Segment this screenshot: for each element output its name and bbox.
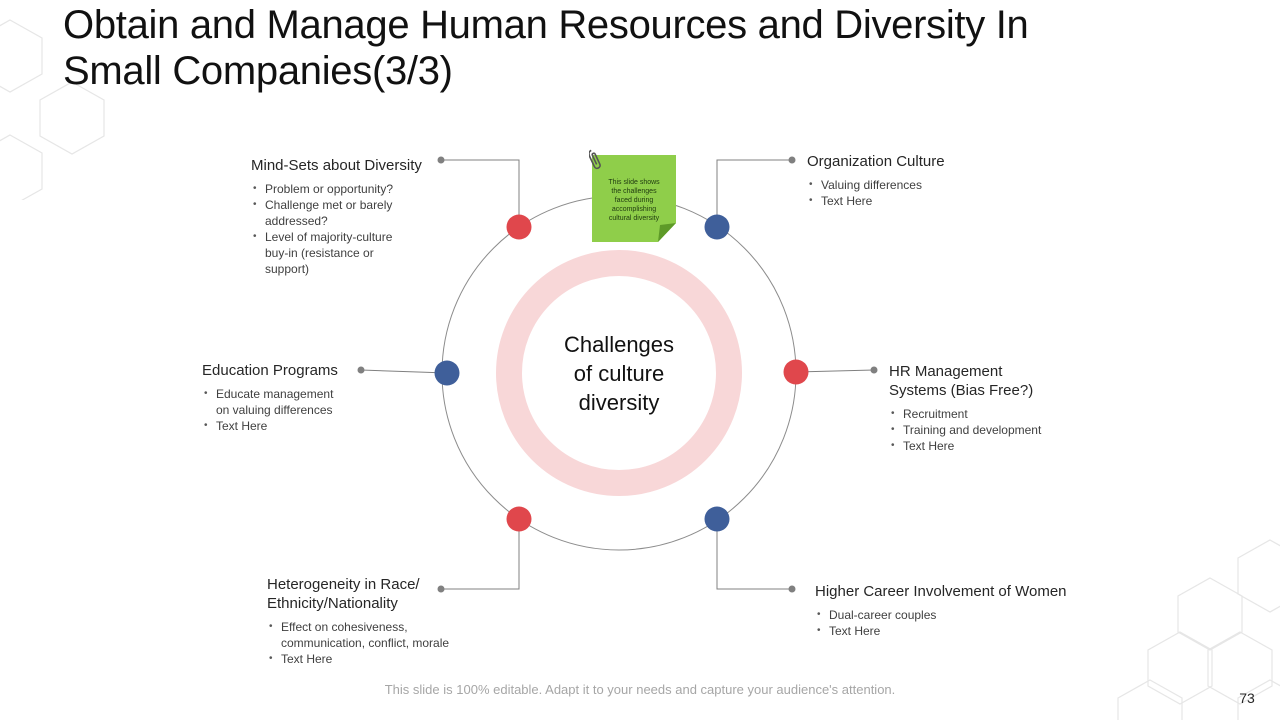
connector-dot: [357, 366, 365, 374]
center-label: Challenges of culture diversity: [533, 330, 705, 417]
bullet-line: Text Here: [281, 652, 333, 666]
note-line: the challenges: [611, 188, 657, 195]
connector-dot: [788, 156, 796, 164]
block-title: Education Programs: [202, 361, 372, 380]
note-line: accomplishing: [611, 206, 657, 213]
bullet-line: Text Here: [821, 194, 873, 208]
note-line: cultural diversity: [608, 215, 660, 222]
hexagon-pattern-top-left: [0, 19, 105, 200]
bullet-list: Effect on cohesiveness, communication, co…: [267, 619, 487, 667]
title-line: Heterogeneity in Race/: [267, 576, 420, 593]
node-mindsets: [506, 214, 532, 240]
node-heterogeneity: [506, 506, 532, 532]
center-ring: [496, 250, 742, 496]
bullet-line: Text Here: [216, 419, 268, 433]
connector-heterogeneity: [441, 519, 520, 590]
hexagon-pattern-bottom-right: [1117, 539, 1280, 720]
note-line: faced during: [614, 197, 654, 204]
bullet-list: Problem or opportunity? Challenge met or…: [251, 181, 441, 277]
bullet-item: Dual-career couples: [815, 607, 1105, 623]
bullet-line: Training and development: [903, 423, 1042, 437]
title-line: HR Management: [889, 363, 1003, 380]
block-women: Higher Career Involvement of Women Dual-…: [815, 582, 1105, 639]
bullet-line: Problem or opportunity?: [265, 182, 394, 196]
center-line: of culture: [573, 361, 665, 386]
node-education: [434, 360, 460, 386]
center-line: Challenges: [563, 332, 675, 357]
connector-mindsets: [441, 159, 520, 227]
note-line: This slide shows: [608, 179, 660, 186]
bullet-line: addressed?: [265, 214, 328, 228]
bullet-item: Text Here: [889, 438, 1089, 454]
connector-dot: [788, 585, 796, 593]
bullet-item: Text Here: [267, 651, 487, 667]
bullet-item: Effect on cohesiveness, communication, co…: [267, 619, 487, 651]
title-line: Ethnicity/Nationality: [267, 595, 398, 612]
bullet-list: Valuing differences Text Here: [807, 177, 1027, 209]
bullet-line: Valuing differences: [821, 178, 922, 192]
title-line: Mind-Sets about Diversity: [251, 157, 422, 174]
bullet-line: Text Here: [903, 439, 955, 453]
bullet-line: buy-in (resistance or: [265, 246, 374, 260]
bullet-item: Challenge met or barely addressed?: [251, 197, 441, 229]
bullet-line: Level of majority-culture: [265, 230, 393, 244]
title-line: Higher Career Involvement of Women: [815, 583, 1067, 600]
bullet-item: Valuing differences: [807, 177, 1027, 193]
bullet-line: Dual-career couples: [829, 608, 937, 622]
bullet-line: Educate management: [216, 387, 334, 401]
bullet-list: Recruitment Training and development Tex…: [889, 406, 1089, 454]
connector-dot: [437, 156, 445, 164]
sticky-note: [592, 155, 676, 242]
connector-org-culture: [716, 159, 792, 227]
title-line: Small Companies(3/3): [63, 49, 453, 93]
bullet-list: Dual-career couples Text Here: [815, 607, 1105, 639]
bullet-line: support): [265, 262, 310, 276]
connector-dot: [437, 585, 445, 593]
bullet-item: Educate management on valuing differences: [202, 386, 372, 418]
bullet-line: Effect on cohesiveness,: [281, 620, 408, 634]
block-title: Organization Culture: [807, 152, 1027, 171]
bullet-item: Training and development: [889, 422, 1089, 438]
block-education: Education Programs Educate management on …: [202, 361, 372, 434]
slide-title: Obtain and Manage Human Resources and Di…: [63, 2, 1213, 94]
block-title: HR Management Systems (Bias Free?): [889, 362, 1089, 400]
page-number: 73: [1239, 690, 1255, 706]
title-line: Organization Culture: [807, 153, 945, 170]
connector-hr-systems: [795, 369, 875, 373]
bullet-item: Text Here: [815, 623, 1105, 639]
block-hr-systems: HR Management Systems (Bias Free?) Recru…: [889, 362, 1089, 454]
node-women: [704, 506, 730, 532]
block-org-culture: Organization Culture Valuing differences…: [807, 152, 1027, 209]
block-title: Mind-Sets about Diversity: [251, 156, 441, 175]
title-line: Education Programs: [202, 362, 338, 379]
bullet-item: Problem or opportunity?: [251, 181, 441, 197]
bullet-item: Recruitment: [889, 406, 1089, 422]
connector-education: [360, 369, 448, 374]
bullet-line: communication, conflict, morale: [281, 636, 450, 650]
footer-note: This slide is 100% editable. Adapt it to…: [384, 682, 896, 697]
bullet-line: Challenge met or barely: [265, 198, 393, 212]
bullet-list: Educate management on valuing differences…: [202, 386, 372, 434]
paperclip-icon: [589, 149, 601, 170]
bullet-line: Text Here: [829, 624, 881, 638]
bullet-line: Recruitment: [903, 407, 968, 421]
bullet-item: Level of majority-culture buy-in (resista…: [251, 229, 441, 277]
block-title: Heterogeneity in Race/ Ethnicity/Nationa…: [267, 575, 487, 613]
block-title: Higher Career Involvement of Women: [815, 582, 1105, 601]
block-heterogeneity: Heterogeneity in Race/ Ethnicity/Nationa…: [267, 575, 487, 667]
center-line: diversity: [578, 390, 660, 415]
bullet-item: Text Here: [807, 193, 1027, 209]
connector-women: [716, 519, 792, 590]
bullet-line: on valuing differences: [216, 403, 333, 417]
connector-dot: [870, 366, 878, 374]
node-hr-systems: [783, 359, 809, 385]
bullet-item: Text Here: [202, 418, 372, 434]
title-line: Obtain and Manage Human Resources and Di…: [63, 3, 1029, 47]
block-mindsets: Mind-Sets about Diversity Problem or opp…: [251, 156, 441, 277]
title-line: Systems (Bias Free?): [889, 382, 1034, 399]
sticky-note-text: This slide shows the challenges faced du…: [600, 178, 668, 223]
node-org-culture: [704, 214, 730, 240]
